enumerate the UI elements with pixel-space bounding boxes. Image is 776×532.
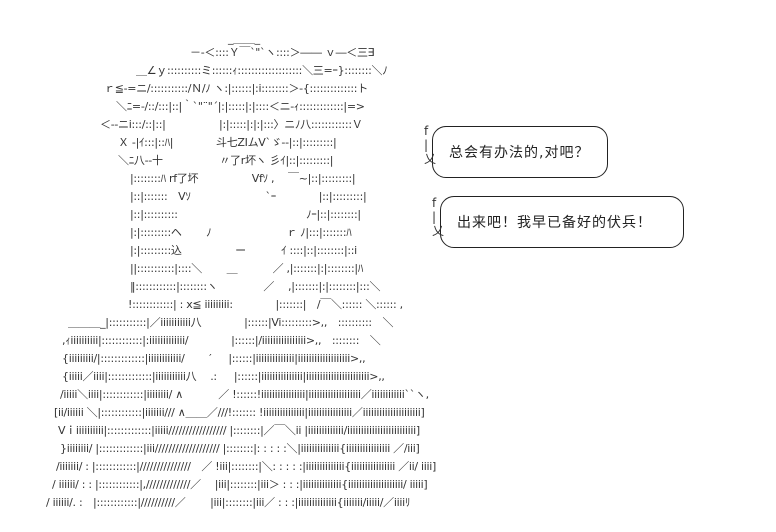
- ascii-art-line: ＿＿＿_|:::::::::::|／iiiiiiiiiii八 |::::::|V…: [68, 316, 394, 329]
- ascii-art-line: ＼ﾆ=-/::/:::|::|｀`"¨"´|:|:::::|:|::::＜ニ-ｨ…: [116, 100, 365, 113]
- ascii-art-line: / iiiiii/. : |::::::::::::|//////////／ |…: [46, 496, 411, 509]
- ascii-art-line: |:|:::::::::込 ー ｲ ::::|::|::::::::|::i: [130, 244, 357, 257]
- ascii-art-line: / iiiiii/ : : |::::::::::::|,///////////…: [52, 478, 428, 491]
- ascii-art-line: /iiiiiii/ : |::::::::::::|//////////////…: [56, 460, 437, 473]
- ascii-art-line: _＿＿_: [228, 32, 260, 45]
- ascii-art-line: |::|:::::::::: ﾉｰ|::|::::::::|: [130, 208, 361, 221]
- ascii-art-line: }iiiiiiii/ |:::::::::::::|iii///////////…: [60, 442, 420, 455]
- ascii-art-line: {iiiiiiiii/|:::::::::::::|iiiiiiiiiiii/ …: [62, 352, 366, 365]
- ascii-art-line: ｒ≦-=ニ/:::::::::::/Ｎ/ﾉ ヽ:|::::::|:i::::::…: [104, 82, 368, 95]
- speech-bubble-1-text: 总会有办法的,对吧？: [449, 145, 590, 161]
- ascii-art-line: ||:::::::::::|::::＼ ＿ ／ ,|:::::::|:|::::…: [130, 262, 364, 275]
- ascii-art-line: !::::::::::::| : x≦ iiiiiiiii: |:::::::|…: [128, 298, 403, 311]
- ascii-art-line: Ｘ -|ｲ:::|::ﾊ| 斗七ZIムV`ゞ--|::|:::::::::|: [118, 136, 337, 149]
- ascii-art-line: ,ｨiiiiiiiiii|::::::::::::|:iiiiiiiiiiiii…: [62, 334, 381, 347]
- ascii-art-line: |::::::::ﾊ rf了坏 Vfｿ , ￣~|::|:::::::::|: [130, 172, 356, 185]
- speech-bubble-1-tail: f | 乂: [424, 124, 437, 166]
- ascii-art-line: －-＜::::Ｙ￣`"`ヽ::::＞―― ｖ―＜三∃: [190, 46, 375, 59]
- ascii-art-line: ＜--ニi:::/::|::| |:|:::::|:|:|:::〉ニﾉ八::::…: [100, 118, 363, 131]
- ascii-art-line: |:|:::::::::ヘ ﾉ ｒ ﾉ|:::|:::::::ﾊ: [130, 226, 352, 239]
- ascii-art-line: |::|::::::: Vｿ `ｰ |::|:::::::::|: [130, 190, 367, 203]
- ascii-art-line: ＼ﾆ八--十 〃了r坏ヽ 彡ｲ|::|:::::::::|: [118, 154, 334, 167]
- speech-bubble-1: 总会有办法的,对吧？: [432, 126, 608, 178]
- ascii-art-line: Vｉiiiiiiiiii|:::::::::::::|iiiii////////…: [58, 424, 420, 437]
- speech-bubble-2-text: 出来吧！我早已备好的伏兵！: [457, 215, 652, 231]
- speech-bubble-2-tail: f | 乂: [432, 196, 445, 238]
- ascii-art-line: ‖::::::::::::|::::::::ヽ ／ ,|:::::::|:|::…: [130, 280, 381, 293]
- ascii-art-line: ＿∠ｙ::::::::::ミ::::::ｨ:::::::::::::::::::…: [136, 64, 388, 77]
- speech-bubble-2: 出来吧！我早已备好的伏兵！: [440, 196, 684, 248]
- ascii-art-line: [ii/iiiiii ＼|::::::::::::|iiiiiii/// ∧＿＿…: [54, 406, 425, 419]
- ascii-art-line: /iiiii＼iiii|::::::::::::|iiiiiiii/ ∧ ／ !…: [60, 388, 429, 401]
- ascii-art-line: {iiiii／iiii|:::::::::::::|iiiiiiiiiii八 .…: [62, 370, 385, 383]
